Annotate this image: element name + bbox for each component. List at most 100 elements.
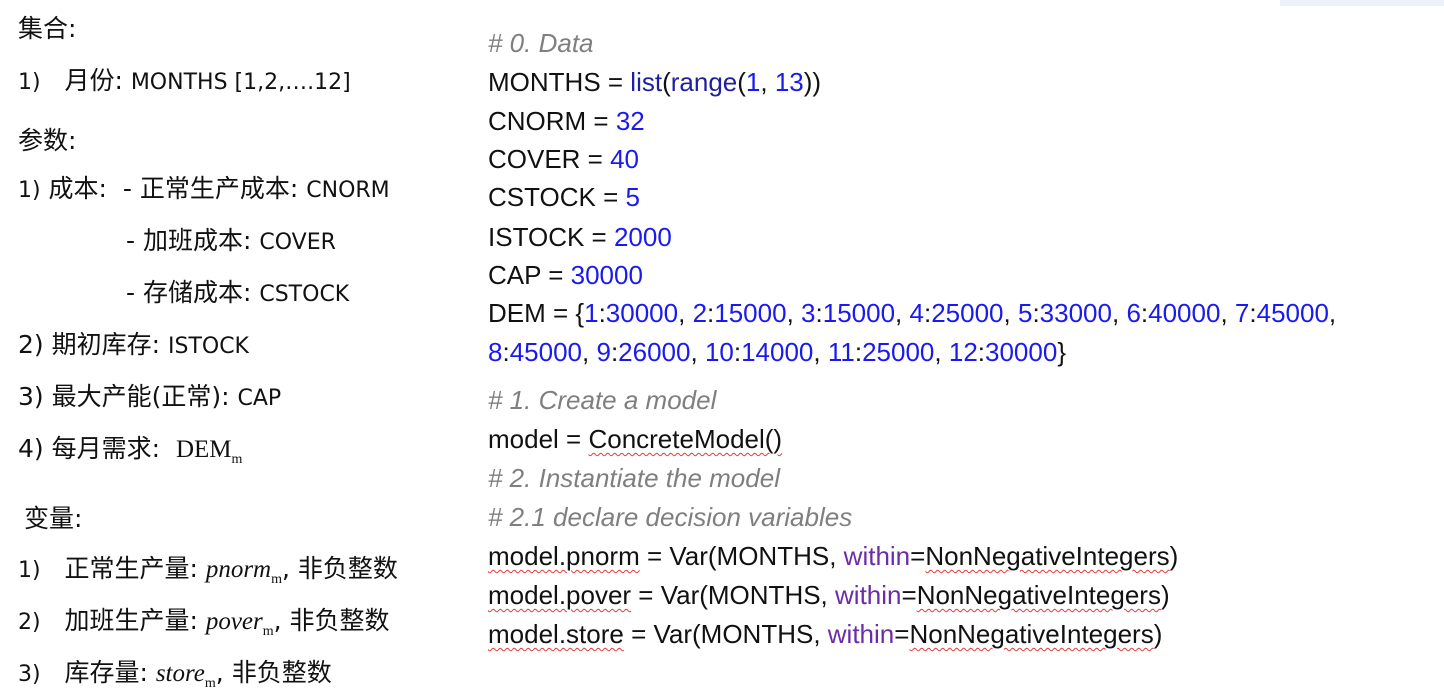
param-cost-storage: - 存储成本: CSTOCK bbox=[126, 278, 349, 310]
vars-heading: 变量: bbox=[24, 504, 83, 533]
dem-separator: , bbox=[1328, 298, 1337, 328]
code-months: MONTHS = list(range(1, 13)) bbox=[488, 67, 822, 97]
months-range-start: 1 bbox=[745, 67, 761, 97]
dem-separator: , bbox=[1220, 298, 1235, 328]
cstock-assign: CSTOCK = bbox=[488, 182, 626, 212]
var-pnorm-eq: = bbox=[910, 541, 926, 571]
dem-value: 26000 bbox=[618, 337, 691, 367]
param-capacity: 3) 最大产能(正常): CAP bbox=[18, 382, 281, 414]
sets-heading: 集合: bbox=[18, 14, 77, 43]
var-store-label: 库存量: bbox=[64, 658, 148, 687]
cap-assign: CAP = bbox=[488, 260, 571, 290]
var-store-name: model.store bbox=[488, 619, 624, 649]
var-normal-production: 1) 正常生产量: pnormm, 非负整数 bbox=[18, 554, 398, 595]
dem-colon: : bbox=[977, 337, 986, 367]
dem-colon: : bbox=[502, 337, 510, 367]
dem-key: 3 bbox=[801, 298, 816, 328]
var-overtime-note: , 非负整数 bbox=[273, 606, 390, 635]
months-range-end: 13 bbox=[774, 67, 804, 97]
var-pover-domain: NonNegativeIntegers bbox=[916, 580, 1161, 610]
var-overtime-index: 2) bbox=[18, 610, 41, 635]
comment-create-model: # 1. Create a model bbox=[488, 385, 717, 415]
model-constructor: ConcreteModel() bbox=[588, 424, 783, 454]
cover-value: 40 bbox=[610, 144, 640, 174]
code-var-pnorm: model.pnorm = Var(MONTHS, within=NonNega… bbox=[488, 540, 1178, 572]
dem-value: 14000 bbox=[741, 337, 814, 367]
code-var-pover: model.pover = Var(MONTHS, within=NonNega… bbox=[488, 579, 1170, 611]
param-cost-overtime-label: - 加班成本: bbox=[126, 226, 252, 255]
set-months: 1) 月份: MONTHS [1,2,….12] bbox=[18, 66, 351, 98]
code-cstock: CSTOCK = 5 bbox=[488, 181, 640, 213]
var-pover-within: within bbox=[835, 580, 902, 610]
dem-colon: : bbox=[815, 298, 823, 328]
param-capacity-value: CAP bbox=[237, 386, 282, 411]
dem-key: 11 bbox=[827, 337, 855, 367]
comment-instantiate: # 2. Instantiate the model bbox=[488, 463, 780, 493]
code-dem-line-2: 8:45000, 9:26000, 10:14000, 11:25000, 12… bbox=[488, 336, 1066, 368]
months-range-fn: range bbox=[670, 67, 738, 97]
var-overtime-subscript: m bbox=[262, 624, 274, 639]
param-capacity-label: 3) 最大产能(正常): bbox=[18, 382, 230, 411]
cstock-value: 5 bbox=[625, 182, 640, 212]
dem-separator: , bbox=[582, 337, 597, 367]
set-months-label: 月份: bbox=[64, 66, 123, 95]
model-assign: model = bbox=[488, 424, 589, 454]
dem-separator: } bbox=[1057, 337, 1067, 367]
dem-key: 8 bbox=[488, 337, 503, 367]
dem-entries-1: 1:30000, 2:15000, 3:15000, 4:25000, 5:33… bbox=[584, 298, 1336, 328]
dem-assign: DEM = { bbox=[488, 298, 585, 328]
dem-colon: : bbox=[733, 337, 742, 367]
dem-value: 45000 bbox=[509, 337, 583, 367]
var-pover-call: = Var(MONTHS, bbox=[631, 580, 836, 610]
months-list-fn: list bbox=[630, 67, 663, 97]
dem-entries-2: 8:45000, 9:26000, 10:14000, 11:25000, 12… bbox=[488, 337, 1066, 367]
var-pover-name: model.pover bbox=[488, 580, 632, 610]
dem-colon: : bbox=[610, 337, 619, 367]
param-initial-stock-value: ISTOCK bbox=[167, 334, 249, 359]
code-model: model = ConcreteModel() bbox=[488, 423, 782, 455]
var-pnorm-within: within bbox=[843, 541, 911, 571]
var-store-eq: = bbox=[894, 619, 910, 649]
param-cost-normal-value: CNORM bbox=[306, 178, 390, 203]
set-months-value: MONTHS [1,2,….12] bbox=[130, 70, 351, 95]
param-cost-overtime-value: COVER bbox=[259, 230, 336, 255]
dem-separator: , bbox=[813, 337, 828, 367]
var-overtime-label: 加班生产量: bbox=[64, 606, 198, 635]
cnorm-value: 32 bbox=[615, 106, 645, 136]
param-cost-storage-label: - 存储成本: bbox=[126, 278, 252, 307]
dem-colon: : bbox=[854, 337, 863, 367]
dem-separator: , bbox=[1003, 298, 1018, 328]
dem-separator: , bbox=[690, 337, 705, 367]
dem-value: 40000 bbox=[1148, 298, 1221, 328]
var-pnorm-name: model.pnorm bbox=[488, 541, 640, 571]
var-normal-note: , 非负整数 bbox=[282, 554, 398, 583]
dem-key: 5 bbox=[1017, 298, 1033, 328]
var-store-symbol: store bbox=[155, 660, 205, 687]
var-store-close: ) bbox=[1153, 619, 1163, 649]
dem-colon: : bbox=[598, 298, 606, 328]
var-normal-label: 正常生产量: bbox=[64, 554, 198, 583]
dem-key: 12 bbox=[948, 337, 978, 367]
set-months-index: 1) bbox=[18, 70, 41, 95]
code-cover: COVER = 40 bbox=[488, 143, 639, 175]
dem-value: 30000 bbox=[605, 298, 679, 328]
var-pnorm-call: = Var(MONTHS, bbox=[639, 541, 844, 571]
dem-key: 10 bbox=[704, 337, 734, 367]
code-cap: CAP = 30000 bbox=[488, 259, 643, 291]
cnorm-assign: CNORM = bbox=[488, 106, 616, 136]
top-edge-strip bbox=[1280, 0, 1444, 6]
dem-value: 30000 bbox=[985, 337, 1058, 367]
cover-assign: COVER = bbox=[488, 144, 611, 174]
param-cost-overtime: - 加班成本: COVER bbox=[126, 226, 336, 258]
dem-value: 25000 bbox=[862, 337, 935, 367]
var-normal-index: 1) bbox=[18, 558, 41, 583]
comment-decision-vars: # 2.1 declare decision variables bbox=[488, 502, 853, 532]
dem-key: 1 bbox=[584, 298, 599, 328]
param-demand-symbol: DEM bbox=[175, 436, 232, 463]
var-overtime-production: 2) 加班生产量: poverm, 非负整数 bbox=[18, 606, 390, 647]
code-istock: ISTOCK = 2000 bbox=[488, 221, 672, 253]
dem-value: 25000 bbox=[931, 298, 1004, 328]
params-heading: 参数: bbox=[18, 126, 77, 155]
var-store-note: , 非负整数 bbox=[215, 658, 332, 687]
dem-colon: : bbox=[707, 298, 715, 328]
